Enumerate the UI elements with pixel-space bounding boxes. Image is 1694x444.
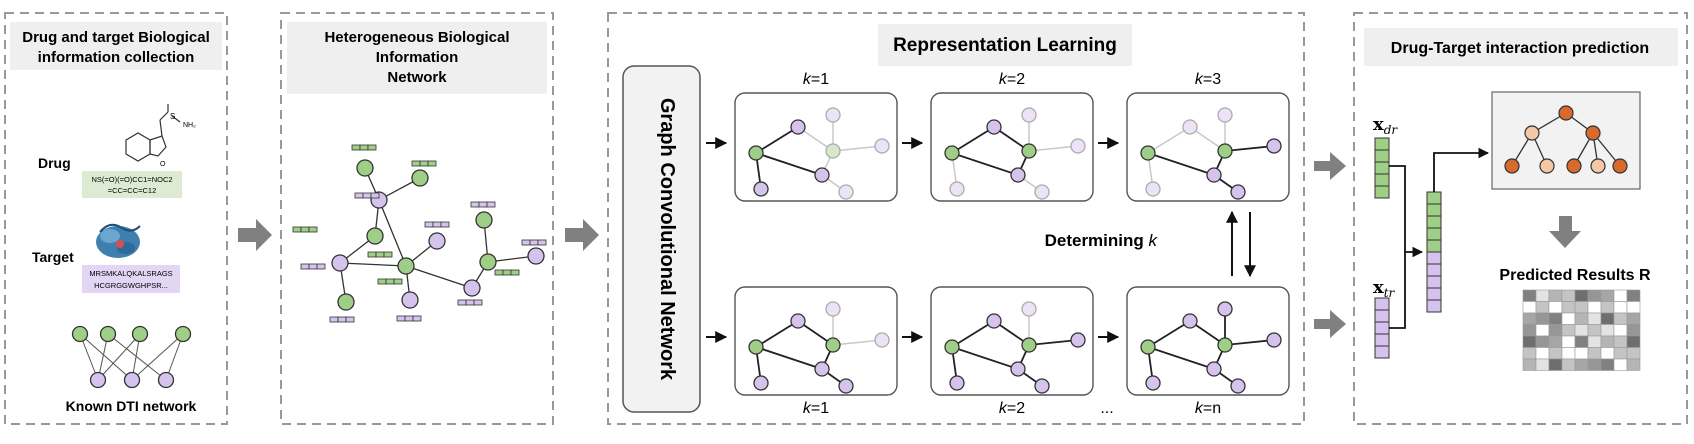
panel-title-line3: Network <box>387 69 447 86</box>
panel-title-line1: Heterogeneous Biological <box>324 29 509 46</box>
panel-data-collection: Drug and target Biological information c… <box>4 12 228 425</box>
gcn-layer-graph <box>930 286 1094 396</box>
panel-representation-learning: Representation Learning Graph Convolutio… <box>607 12 1305 425</box>
bottom-k-label-2: k=2 <box>999 400 1025 417</box>
feature-vectors <box>1374 137 1442 359</box>
panel-title-bg <box>287 22 547 94</box>
molecule-nh2: NH₂ <box>183 122 196 129</box>
predicted-results-label: Predicted Results R <box>1499 267 1651 284</box>
panel-title-bg <box>878 24 1132 66</box>
down-arrow <box>1549 216 1581 248</box>
bottom-k-label-n: k=n <box>1195 400 1221 417</box>
target-seq-box <box>82 265 180 293</box>
flow-arrow-1 <box>238 219 272 251</box>
target-protein-icon <box>96 223 141 258</box>
drug-molecule-icon <box>125 104 181 162</box>
panel-border <box>4 12 228 425</box>
target-seq-line2: HCGRGGWGHPSR... <box>94 281 168 290</box>
drug-smiles-line2: =CC=CC=C12 <box>108 186 157 195</box>
panel-title-bg <box>1364 28 1678 66</box>
panel-title: Drug-Target interaction prediction <box>1391 40 1649 57</box>
result-matrix <box>1522 289 1641 371</box>
drug-smiles-line1: NS(=O)(=O)CC1=NOC2 <box>91 175 172 184</box>
known-dti-label: Known DTI network <box>66 398 197 414</box>
panel-border <box>607 12 1305 425</box>
gcn-layer-graph <box>734 92 898 202</box>
classifier-tree <box>1504 105 1628 174</box>
panel-title-line1: Drug and target Biological <box>22 29 210 46</box>
gcn-layer-graph <box>734 286 898 396</box>
top-k-label-1: k=1 <box>803 71 829 88</box>
gcn-layer-graph <box>1126 92 1290 202</box>
flow-arrow-top <box>1314 152 1346 180</box>
gcn-box <box>622 65 701 413</box>
x-dr-label: xdr <box>1373 114 1398 137</box>
molecule-oxygen: O <box>160 161 166 168</box>
top-k-labels: k=1 k=2 k=3 <box>803 71 1221 88</box>
bottom-k-label-1: k=1 <box>803 400 829 417</box>
target-seq-line1: MRSMKALQKALSRAGS <box>89 269 172 278</box>
panel-border <box>1353 12 1688 425</box>
top-k-label-3: k=3 <box>1195 71 1221 88</box>
panel-title: Representation Learning <box>893 35 1117 56</box>
vector-connectors <box>1389 147 1490 329</box>
drug-label: Drug <box>38 155 71 171</box>
x-tr-label: xtr <box>1373 277 1396 300</box>
top-k-label-2: k=2 <box>999 71 1025 88</box>
gcn-layer-graph <box>930 92 1094 202</box>
panel-title-bg <box>10 22 222 70</box>
panel-heterogeneous-network: Heterogeneous Biological Information Net… <box>280 12 554 425</box>
drug-smiles-box <box>82 171 182 198</box>
panel-title-line2: information collection <box>38 49 195 66</box>
bottom-ellipsis: ... <box>1100 400 1113 417</box>
step-arrows <box>706 137 1256 343</box>
known-dti-network <box>71 325 192 389</box>
heterogeneous-graph <box>292 144 547 323</box>
panel-dti-prediction: Drug-Target interaction prediction xdr x… <box>1314 12 1688 425</box>
determining-k-label: Determining k <box>1045 231 1159 250</box>
graph-boxes <box>734 92 1290 396</box>
panel-border <box>280 12 554 425</box>
flow-arrow-2 <box>565 219 599 251</box>
molecule-sulfur: S <box>170 112 175 121</box>
bottom-k-labels: k=1 k=2 ... k=n <box>803 400 1221 417</box>
panel-title-line2: Information <box>376 49 459 66</box>
gcn-label: Graph Convolutional Network <box>656 98 678 381</box>
target-label: Target <box>32 249 74 265</box>
flow-arrow-bottom <box>1314 310 1346 338</box>
gcn-layer-graph <box>1126 286 1290 396</box>
